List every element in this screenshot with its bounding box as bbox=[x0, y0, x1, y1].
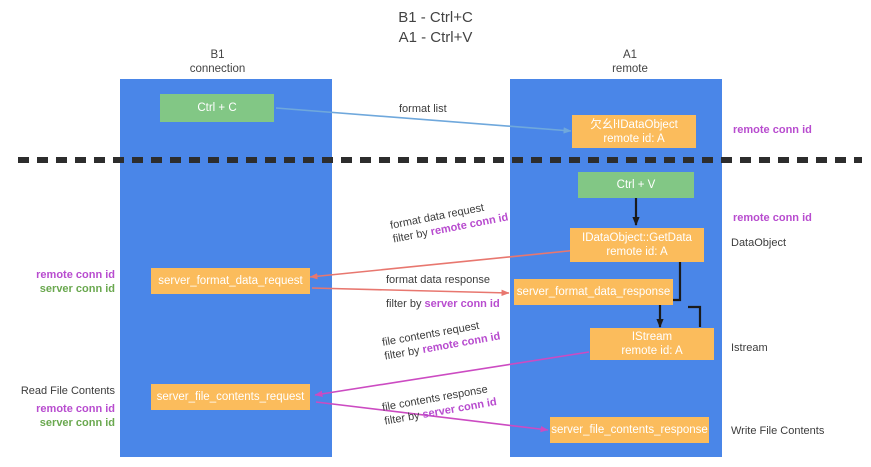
annotation-conn-pair-bottom-server: server conn id bbox=[39, 417, 115, 429]
annotation-write-file-contents: Write File Contents bbox=[731, 424, 824, 438]
annotation-istream: Istream bbox=[731, 341, 768, 355]
column-a1-role: remote bbox=[612, 63, 648, 75]
annotation-remote-conn-id-mid-text: remote conn id bbox=[733, 212, 812, 224]
annotation-dataobject: DataObject bbox=[731, 236, 786, 250]
annotation-conn-pair-top: remote conn id server conn id bbox=[0, 268, 115, 296]
title-line-1: B1 - Ctrl+C bbox=[398, 9, 473, 26]
node-idataobject-line2: remote id: A bbox=[603, 132, 665, 145]
edge-label-format-data-response: format data response filter by server co… bbox=[386, 273, 500, 311]
column-header-b1: B1 connection bbox=[140, 48, 295, 76]
annotation-istream-text: Istream bbox=[731, 342, 768, 354]
node-server-file-contents-response-label: server_file_contents_response bbox=[551, 424, 708, 436]
node-istream[interactable]: IStream remote id: A bbox=[590, 328, 714, 360]
node-ctrl-c[interactable]: Ctrl + C bbox=[160, 94, 274, 122]
column-a1-name: A1 bbox=[622, 49, 638, 61]
annotation-remote-conn-id-top-text: remote conn id bbox=[733, 124, 812, 136]
annotation-conn-pair-bottom: remote conn id server conn id bbox=[0, 402, 115, 430]
filter-prefix: filter by bbox=[386, 298, 425, 310]
node-ctrl-v-label: Ctrl + V bbox=[616, 179, 656, 191]
node-idataobject-line1: ⽋⼳ŀIDataObject bbox=[590, 118, 678, 131]
edge-format-list-text: format list bbox=[399, 103, 447, 115]
node-server-format-data-request-label: server_format_data_request bbox=[158, 275, 303, 287]
node-istream-line1: IStream bbox=[631, 331, 673, 343]
edge-label-format-data-request: format data request filter by remote con… bbox=[389, 197, 510, 247]
column-b1-role: connection bbox=[189, 63, 246, 75]
edge-format-data-response-line1: format data response bbox=[386, 274, 490, 286]
annotation-conn-pair-bottom-remote: remote conn id bbox=[36, 403, 115, 415]
node-getdata-line2: remote id: A bbox=[606, 246, 668, 258]
filter-key-server-conn-id: server conn id bbox=[424, 298, 500, 310]
node-server-file-contents-response[interactable]: server_file_contents_response bbox=[550, 417, 709, 443]
annotation-remote-conn-id-mid: remote conn id bbox=[733, 211, 812, 225]
edge-label-file-contents-response: file contents response filter by server … bbox=[381, 381, 498, 428]
node-idataobject-getdata[interactable]: IDataObject::GetData remote id: A bbox=[570, 228, 704, 262]
node-getdata-line1: IDataObject::GetData bbox=[582, 232, 692, 244]
column-b1-name: B1 bbox=[210, 49, 225, 61]
node-server-format-data-request[interactable]: server_format_data_request bbox=[151, 268, 310, 294]
annotation-dataobject-text: DataObject bbox=[731, 237, 787, 249]
annotation-remote-conn-id-top: remote conn id bbox=[733, 123, 812, 137]
node-server-file-contents-request-label: server_file_contents_request bbox=[156, 391, 305, 403]
edge-format-data-response-filter: filter by server conn id bbox=[386, 297, 500, 311]
annotation-write-file-contents-text: Write File Contents bbox=[731, 425, 825, 437]
node-ctrl-c-label: Ctrl + C bbox=[197, 102, 237, 114]
diagram-title: B1 - Ctrl+C A1 - Ctrl+V bbox=[0, 8, 871, 48]
annotation-conn-pair-top-remote: remote conn id bbox=[36, 269, 115, 281]
title-line-2: A1 - Ctrl+V bbox=[398, 29, 473, 46]
annotation-read-file-contents-text: Read File Contents bbox=[20, 385, 115, 397]
edge-label-file-contents-request: file contents request filter by remote c… bbox=[381, 316, 501, 364]
edge-label-format-list: format list bbox=[399, 102, 447, 116]
annotation-read-file-contents: Read File Contents bbox=[0, 384, 115, 398]
node-server-file-contents-request[interactable]: server_file_contents_request bbox=[151, 384, 310, 410]
annotation-conn-pair-top-server: server conn id bbox=[39, 283, 115, 295]
node-server-format-data-response-label: server_format_data_response bbox=[516, 286, 671, 298]
node-server-format-data-response[interactable]: server_format_data_response bbox=[514, 279, 673, 305]
node-ctrl-v[interactable]: Ctrl + V bbox=[578, 172, 694, 198]
node-istream-line2: remote id: A bbox=[621, 345, 683, 357]
column-header-a1: A1 remote bbox=[540, 48, 720, 76]
node-idataobject[interactable]: ⽋⼳ŀIDataObject remote id: A bbox=[572, 115, 696, 148]
